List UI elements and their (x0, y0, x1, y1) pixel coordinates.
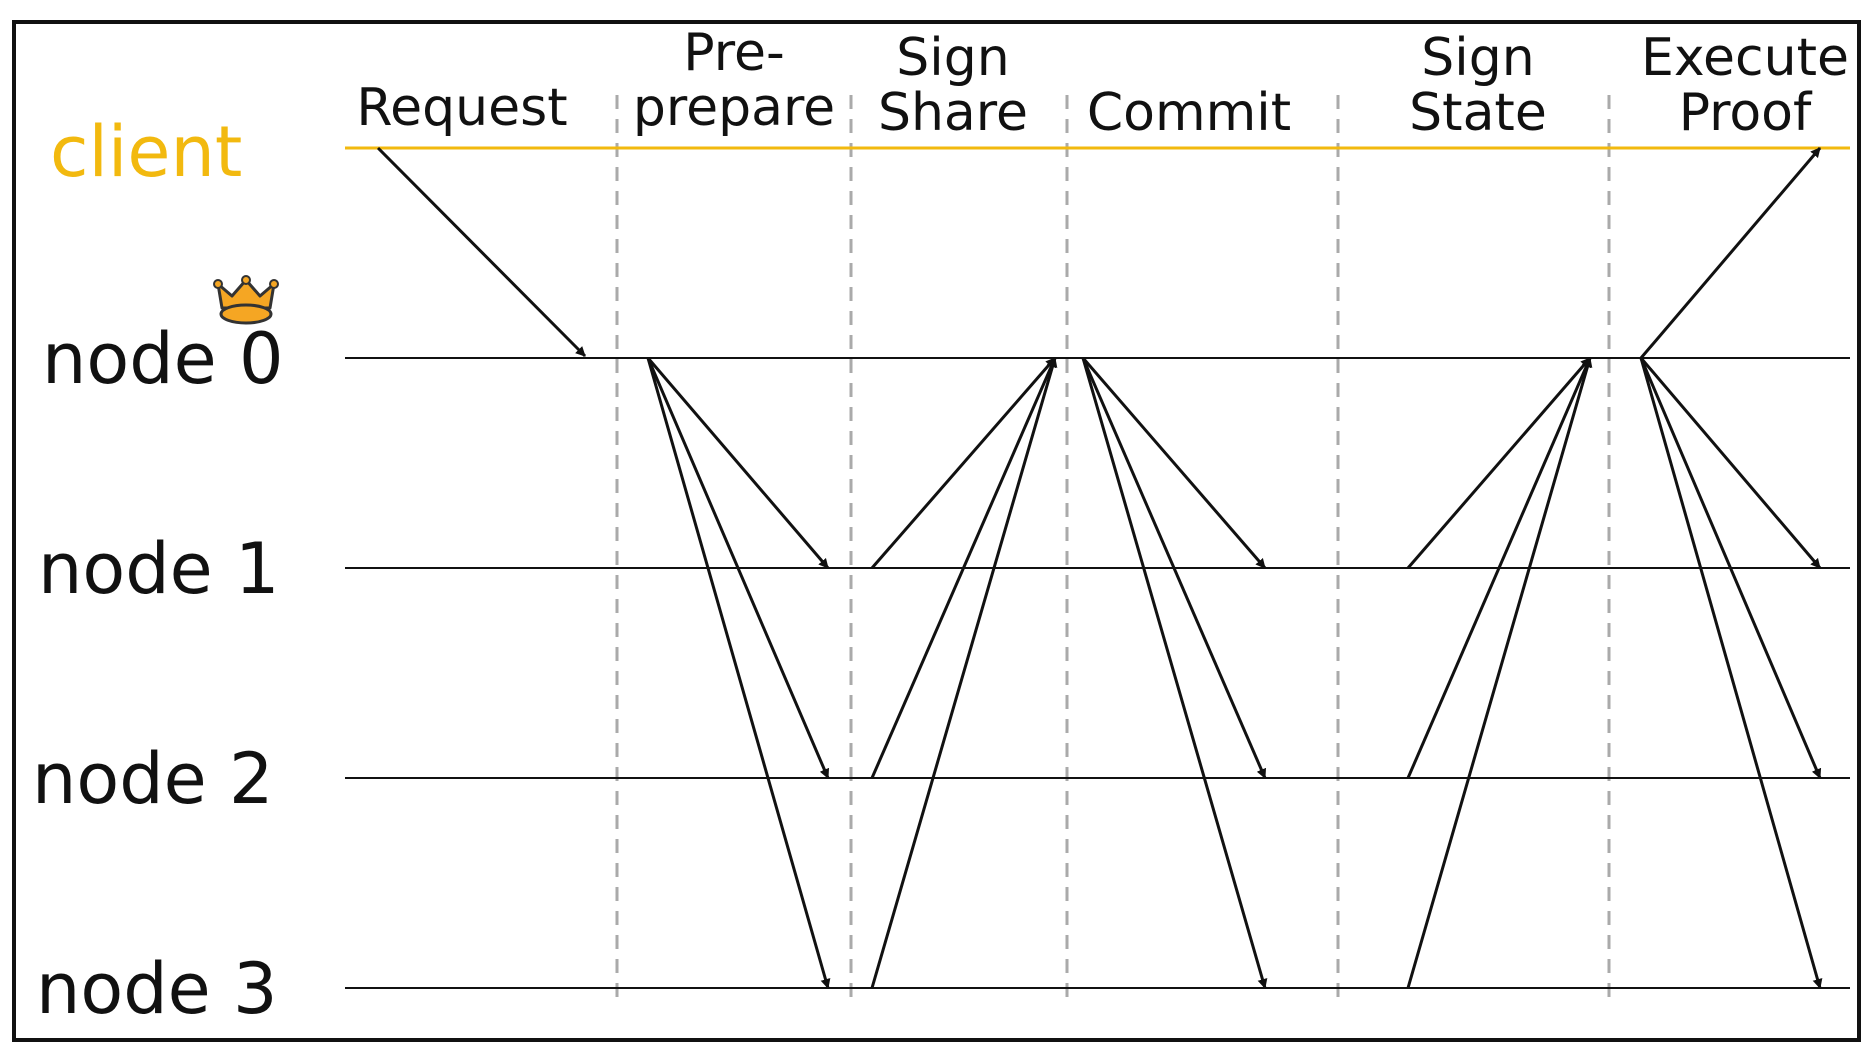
message-arrow-execute-proof-node0-to-client (1639, 147, 1822, 359)
participant-labels: client node 0 node 1 node 2 node 3 (32, 111, 283, 1030)
message-arrow-execute-proof-node0-to-node3 (1639, 357, 1823, 989)
phase-label-commit: Commit (1087, 83, 1291, 143)
participant-label-node0: node 0 (42, 318, 283, 400)
crown-icon (213, 275, 279, 325)
participant-label-client: client (50, 111, 242, 193)
phase-label-execute-proof: Proof (1679, 83, 1813, 143)
message-arrow-pre-prepare-node0-to-node3 (646, 357, 831, 989)
phase-label-sign-state: Sign (1421, 28, 1534, 88)
phase-label-execute-proof: Execute (1641, 28, 1849, 88)
message-arrow-sign-share-node3-to-node0 (870, 357, 1058, 989)
participant-label-node1: node 1 (38, 528, 279, 610)
message-arrow-execute-proof-node0-to-node2 (1639, 357, 1822, 779)
participant-label-node3: node 3 (36, 948, 277, 1030)
message-arrow-commit-node0-to-node1 (1081, 357, 1267, 569)
phase-label-sign-state: State (1409, 83, 1547, 143)
message-arrow-request-client-to-node0 (376, 146, 587, 358)
message-arrow-commit-node0-to-node3 (1081, 357, 1268, 989)
phase-label-sign-share: Share (878, 83, 1028, 143)
lifelines (345, 146, 1850, 989)
phase-label-request: Request (356, 78, 567, 138)
message-arrow-execute-proof-node0-to-node1 (1639, 357, 1822, 569)
message-arrow-sign-share-node1-to-node0 (870, 357, 1057, 569)
phase-dividers (615, 95, 1611, 1000)
participant-label-node2: node 2 (32, 738, 273, 820)
messages (376, 146, 1823, 989)
phase-label-pre-prepare: Pre- (683, 23, 784, 83)
message-arrow-sign-state-node2-to-node0 (1406, 357, 1592, 779)
phase-label-sign-share: Sign (896, 28, 1009, 88)
phase-label-pre-prepare: prepare (633, 78, 835, 138)
message-arrow-pre-prepare-node0-to-node1 (646, 357, 830, 569)
message-arrow-pre-prepare-node0-to-node2 (646, 357, 830, 779)
message-arrow-sign-state-node3-to-node0 (1406, 357, 1593, 989)
message-arrow-commit-node0-to-node2 (1081, 357, 1267, 779)
message-arrow-sign-share-node2-to-node0 (870, 357, 1057, 779)
message-arrow-sign-state-node1-to-node0 (1406, 357, 1592, 569)
diagram-frame (12, 20, 1861, 1042)
